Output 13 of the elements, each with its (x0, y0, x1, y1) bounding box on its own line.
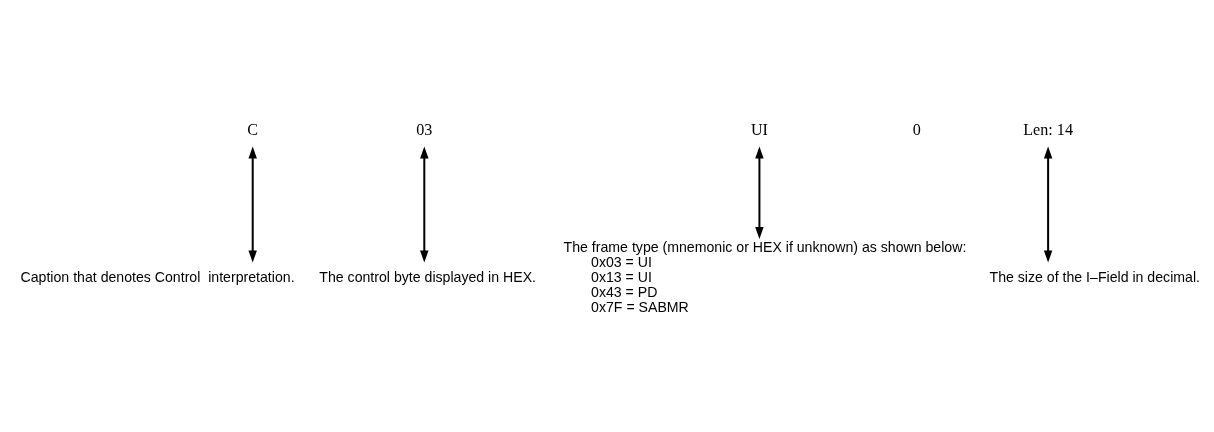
node-text: UI (750, 120, 768, 138)
label: 0 (912, 120, 921, 138)
arrow (755, 145, 764, 239)
node-text: The size of the I–Field in decimal. (989, 268, 1200, 285)
node-text: 03 (416, 120, 433, 138)
node-text: C (247, 120, 259, 138)
node-text: The frame type (mnemonic or HEX if unknown) as shown below: 0x03 = UI 0x13 = UI 0x43 = PD 0x7F = SABMR (563, 238, 967, 315)
node-text: Len: 14 (1023, 120, 1073, 138)
node-text: The control byte displayed in HEX. (319, 268, 537, 285)
arrow (248, 145, 257, 263)
node-text: Caption that denotes Control interpretation. (20, 268, 295, 285)
arrow (1043, 145, 1053, 263)
arrow (420, 145, 429, 263)
